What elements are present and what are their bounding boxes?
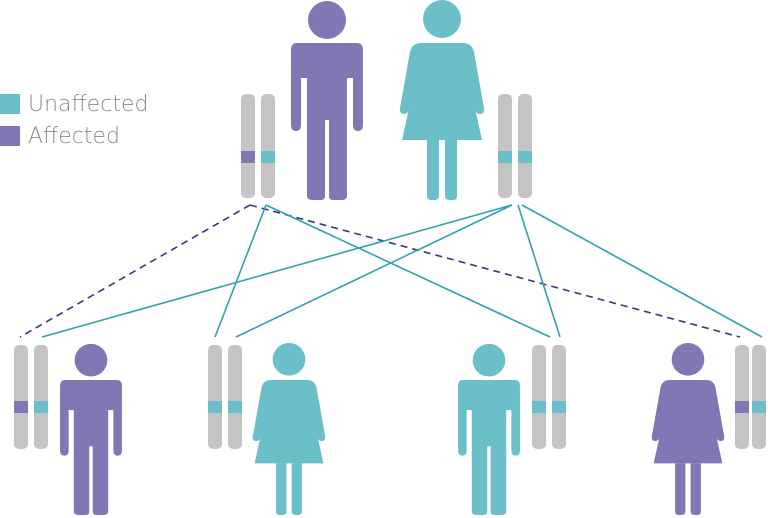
child-4-chromosome-right <box>752 345 766 449</box>
child-3-allele-band-left <box>532 401 546 413</box>
child-1-allele-band-left <box>14 401 28 413</box>
legend-item-unaffected: Unaffected <box>0 88 148 120</box>
legend-label-affected: Affected <box>28 123 120 149</box>
line-father-to-child-1 <box>19 204 251 338</box>
unaffected-swatch <box>0 94 20 114</box>
mother-figure <box>399 0 485 200</box>
child-1-figure <box>60 343 122 515</box>
child-2-allele-band-left <box>208 401 222 413</box>
line-mother-to-child-2 <box>235 204 513 338</box>
father-chromosome-right <box>261 94 275 198</box>
legend: Unaffected Affected <box>0 88 148 152</box>
child-4-figure <box>651 343 725 515</box>
affected-swatch <box>0 126 20 146</box>
child-2-chromosome-right <box>228 345 242 449</box>
child-4-allele-band-right <box>752 401 766 413</box>
child-2-chromosome-left <box>208 345 222 449</box>
child-4-chromosome-pair <box>735 345 766 449</box>
child-3-chromosome-pair <box>532 345 566 449</box>
child-4-chromosome-left <box>735 345 749 449</box>
father-figure <box>291 1 363 200</box>
child-3-figure <box>458 343 520 515</box>
line-father-to-child-3 <box>265 204 551 338</box>
mother-chromosome-left <box>498 94 512 198</box>
line-mother-to-child-1 <box>41 204 513 338</box>
line-father-to-child-2 <box>214 204 267 338</box>
father-chromosome-pair <box>241 94 275 198</box>
mother-allele-band-right <box>518 151 532 163</box>
line-mother-to-child-3 <box>517 204 561 338</box>
child-3-chromosome-left <box>532 345 546 449</box>
inheritance-lines <box>19 204 763 338</box>
child-1-allele-band-right <box>34 401 48 413</box>
father-chromosome-left <box>241 94 255 198</box>
line-mother-to-child-4 <box>521 204 763 338</box>
line-father-to-child-4 <box>249 204 741 338</box>
child-4-allele-band-left <box>735 401 749 413</box>
mother-allele-band-left <box>498 151 512 163</box>
mother-chromosome-right <box>518 94 532 198</box>
child-3-allele-band-right <box>552 401 566 413</box>
child-2-allele-band-right <box>228 401 242 413</box>
father-allele-band-left <box>241 151 255 163</box>
child-3-chromosome-right <box>552 345 566 449</box>
child-2-figure <box>252 343 326 515</box>
legend-item-affected: Affected <box>0 120 148 152</box>
legend-label-unaffected: Unaffected <box>28 91 149 117</box>
father-allele-band-right <box>261 151 275 163</box>
child-1-chromosome-pair <box>14 345 48 449</box>
mother-chromosome-pair <box>498 94 532 198</box>
child-1-chromosome-right <box>34 345 48 449</box>
child-2-chromosome-pair <box>208 345 242 449</box>
child-1-chromosome-left <box>14 345 28 449</box>
